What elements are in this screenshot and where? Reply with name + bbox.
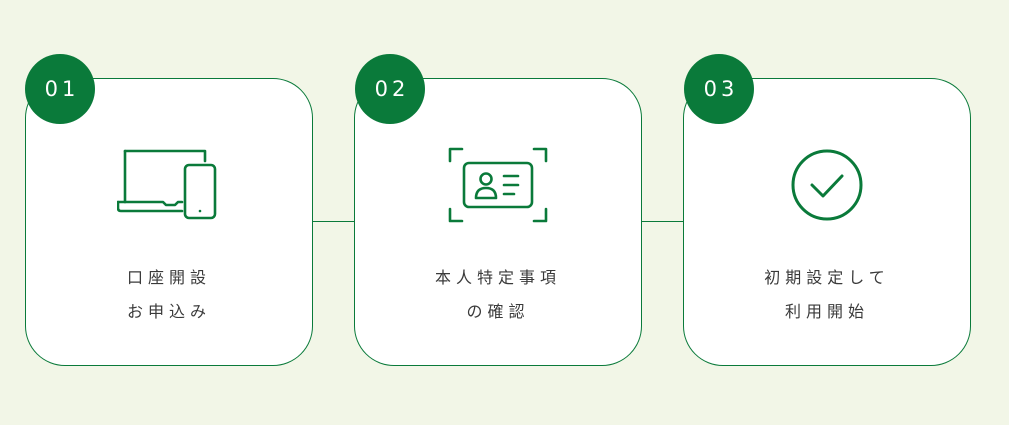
step-label-2-line2: の確認 xyxy=(466,302,530,321)
step-connector-1-2 xyxy=(312,221,356,222)
step-label-1-line2: お申込み xyxy=(126,302,211,321)
step-number-3: 03 xyxy=(703,77,739,101)
step-number-badge-1: 01 xyxy=(25,54,95,124)
check-circle-icon xyxy=(772,145,882,225)
step-card-3: 初期設定して 利用開始 xyxy=(683,78,971,366)
step-label-2-line1: 本人特定事項 xyxy=(434,268,561,287)
step-label-3-line1: 初期設定して xyxy=(764,268,890,287)
step-label-2: 本人特定事項 の確認 xyxy=(355,261,641,329)
laptop-smartphone-icon xyxy=(114,145,224,225)
step-label-1: 口座開設 お申込み xyxy=(26,261,312,329)
step-number-badge-2: 02 xyxy=(355,54,425,124)
id-card-scan-icon xyxy=(443,145,553,225)
step-number-2: 02 xyxy=(374,77,410,101)
step-card-1: 口座開設 お申込み xyxy=(25,78,313,366)
step-connector-2-3 xyxy=(641,221,685,222)
step-label-3-line2: 利用開始 xyxy=(784,302,869,321)
step-number-badge-3: 03 xyxy=(684,54,754,124)
step-label-1-line1: 口座開設 xyxy=(126,268,211,287)
step-card-2: 本人特定事項 の確認 xyxy=(354,78,642,366)
step-number-1: 01 xyxy=(44,77,80,101)
step-label-3: 初期設定して 利用開始 xyxy=(684,261,970,329)
